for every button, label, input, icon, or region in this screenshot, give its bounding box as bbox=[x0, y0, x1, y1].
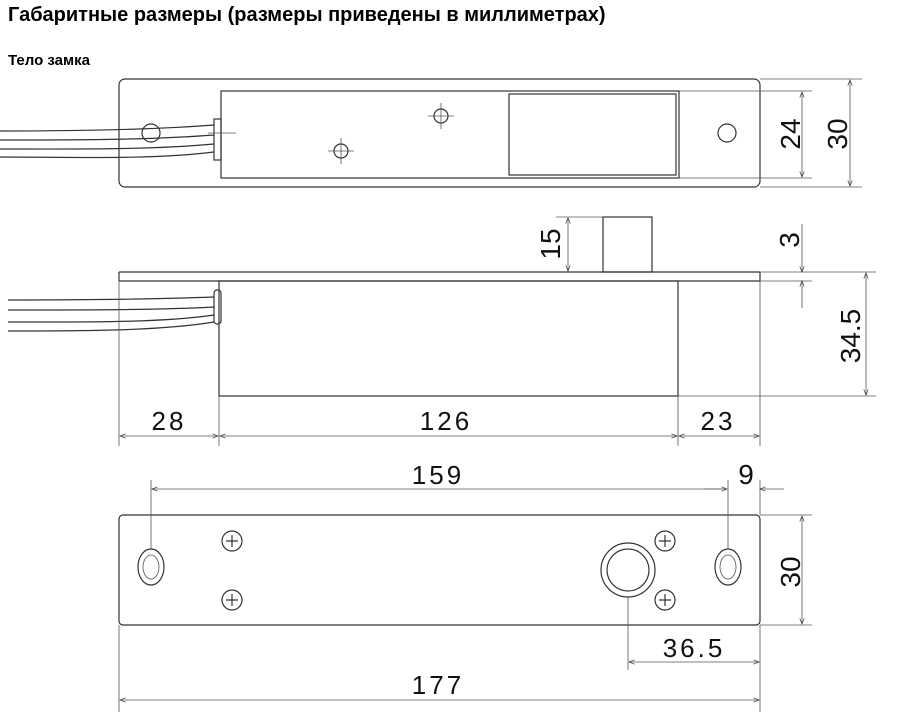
top-view-plate bbox=[118, 78, 761, 188]
dim-left-length: 28 bbox=[152, 406, 187, 436]
screw-icon bbox=[654, 589, 676, 611]
screw-icon bbox=[428, 103, 454, 129]
button-icon bbox=[600, 542, 656, 598]
cable-wires-icon bbox=[7, 289, 222, 332]
side-view: 15 3 34.5 28 126 23 bbox=[7, 216, 876, 446]
screw-icon bbox=[221, 530, 243, 552]
dim-top-inner-height: 24 bbox=[775, 118, 806, 149]
cable-wires-icon bbox=[0, 118, 236, 161]
bottom-view: 159 9 30 36.5 177 bbox=[118, 459, 812, 712]
dim-hole-spacing: 159 bbox=[412, 460, 464, 490]
dim-button-offset: 36.5 bbox=[663, 633, 726, 663]
screw-icon bbox=[221, 589, 243, 611]
mounting-hole-icon bbox=[137, 548, 165, 586]
dim-bolt-offset: 3 bbox=[774, 232, 805, 248]
mounting-hole-icon bbox=[141, 123, 161, 143]
screw-icon bbox=[654, 530, 676, 552]
section-title: Тело замка bbox=[8, 52, 90, 69]
side-view-body bbox=[218, 280, 679, 397]
dim-top-outer-height: 30 bbox=[822, 118, 853, 149]
top-view-housing bbox=[220, 90, 680, 179]
dim-right-length: 23 bbox=[701, 406, 736, 436]
bottom-view-plate bbox=[118, 514, 761, 626]
mounting-hole-icon bbox=[717, 123, 737, 143]
top-view: 24 30 bbox=[0, 78, 862, 188]
dim-total-length: 177 bbox=[412, 670, 464, 700]
dim-bolt-height: 15 bbox=[535, 228, 566, 259]
screw-icon bbox=[328, 138, 354, 164]
dim-bottom-height: 30 bbox=[775, 556, 806, 587]
mounting-hole-icon bbox=[714, 548, 742, 586]
dim-hole-edge: 9 bbox=[738, 459, 754, 490]
top-view-window bbox=[508, 93, 677, 176]
bolt bbox=[602, 216, 653, 273]
page-title: Габаритные размеры (размеры приведены в … bbox=[8, 4, 606, 26]
dim-middle-length: 126 bbox=[420, 406, 472, 436]
dim-body-height: 34.5 bbox=[835, 309, 866, 364]
